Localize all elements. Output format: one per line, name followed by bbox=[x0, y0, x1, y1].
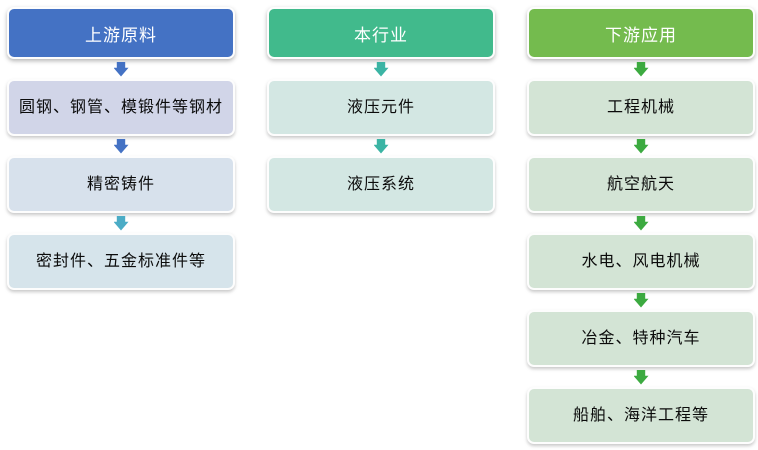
column-downstream: 下游应用 工程机械 航空航天 水电、风电机械 冶金、特种汽车 船舶、海 bbox=[527, 7, 755, 444]
box-upstream-item-1: 圆钢、钢管、模锻件等钢材 bbox=[7, 79, 235, 136]
box-upstream-item-3: 密封件、五金标准件等 bbox=[7, 233, 235, 290]
box-downstream-item-2: 航空航天 bbox=[527, 156, 755, 213]
header-downstream-label: 下游应用 bbox=[605, 25, 677, 46]
box-upstream-item-2: 精密铸件 bbox=[7, 156, 235, 213]
header-industry: 本行业 bbox=[267, 7, 495, 59]
header-industry-label: 本行业 bbox=[354, 25, 408, 46]
box-label: 水电、风电机械 bbox=[581, 251, 701, 271]
down-arrow-icon bbox=[633, 138, 649, 154]
down-arrow-icon bbox=[113, 215, 129, 231]
box-downstream-item-1: 工程机械 bbox=[527, 79, 755, 136]
down-arrow-icon bbox=[373, 138, 389, 154]
header-upstream-label: 上游原料 bbox=[85, 25, 157, 46]
box-label: 工程机械 bbox=[606, 97, 675, 117]
box-downstream-item-5: 船舶、海洋工程等 bbox=[527, 387, 755, 444]
down-arrow-icon bbox=[633, 292, 649, 308]
down-arrow-icon bbox=[633, 369, 649, 385]
box-label: 液压系统 bbox=[346, 174, 415, 194]
box-label: 密封件、五金标准件等 bbox=[35, 251, 206, 271]
down-arrow-icon bbox=[113, 61, 129, 77]
box-label: 航空航天 bbox=[606, 174, 675, 194]
down-arrow-icon bbox=[113, 138, 129, 154]
box-label: 液压元件 bbox=[346, 97, 415, 117]
column-upstream: 上游原料 圆钢、钢管、模锻件等钢材 精密铸件 密封件、五金标准件等 bbox=[7, 7, 235, 444]
box-label: 冶金、特种汽车 bbox=[581, 328, 701, 348]
box-downstream-item-4: 冶金、特种汽车 bbox=[527, 310, 755, 367]
box-industry-item-2: 液压系统 bbox=[267, 156, 495, 213]
box-label: 精密铸件 bbox=[86, 174, 155, 194]
box-downstream-item-3: 水电、风电机械 bbox=[527, 233, 755, 290]
down-arrow-icon bbox=[633, 215, 649, 231]
box-label: 船舶、海洋工程等 bbox=[572, 405, 709, 425]
column-industry: 本行业 液压元件 液压系统 bbox=[267, 7, 495, 444]
down-arrow-icon bbox=[373, 61, 389, 77]
box-industry-item-1: 液压元件 bbox=[267, 79, 495, 136]
box-label: 圆钢、钢管、模锻件等钢材 bbox=[18, 97, 223, 117]
header-upstream: 上游原料 bbox=[7, 7, 235, 59]
down-arrow-icon bbox=[633, 61, 649, 77]
header-downstream: 下游应用 bbox=[527, 7, 755, 59]
